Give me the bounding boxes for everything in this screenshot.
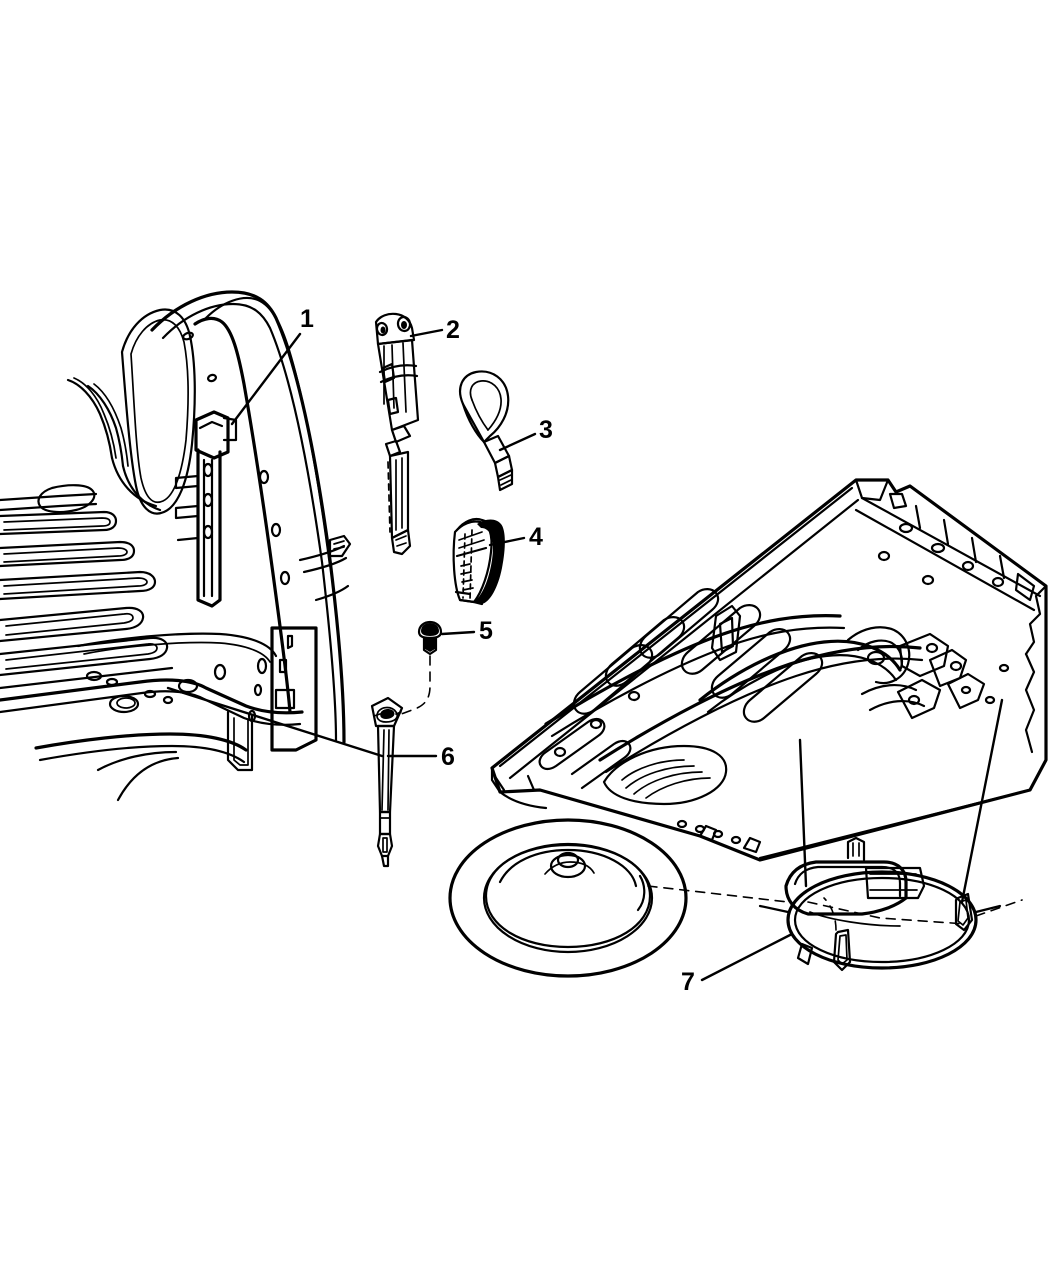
spare-tire-group — [448, 818, 688, 978]
tool-retainer-group — [452, 517, 505, 606]
tow-hook-eye-group — [459, 370, 514, 492]
callout-3: 3 — [539, 416, 553, 444]
wing-knob-group — [395, 620, 443, 717]
callout-7: 7 — [681, 968, 695, 996]
callout-2: 2 — [446, 316, 460, 344]
callout-4: 4 — [529, 523, 543, 551]
callout-5: 5 — [479, 617, 493, 645]
leader-lines — [166, 328, 1023, 982]
callout-1: 1 — [300, 305, 314, 333]
scissor-jack-group — [374, 312, 420, 556]
callout-6: 6 — [441, 743, 455, 771]
tire-hold-down-bolt-group — [370, 696, 404, 868]
